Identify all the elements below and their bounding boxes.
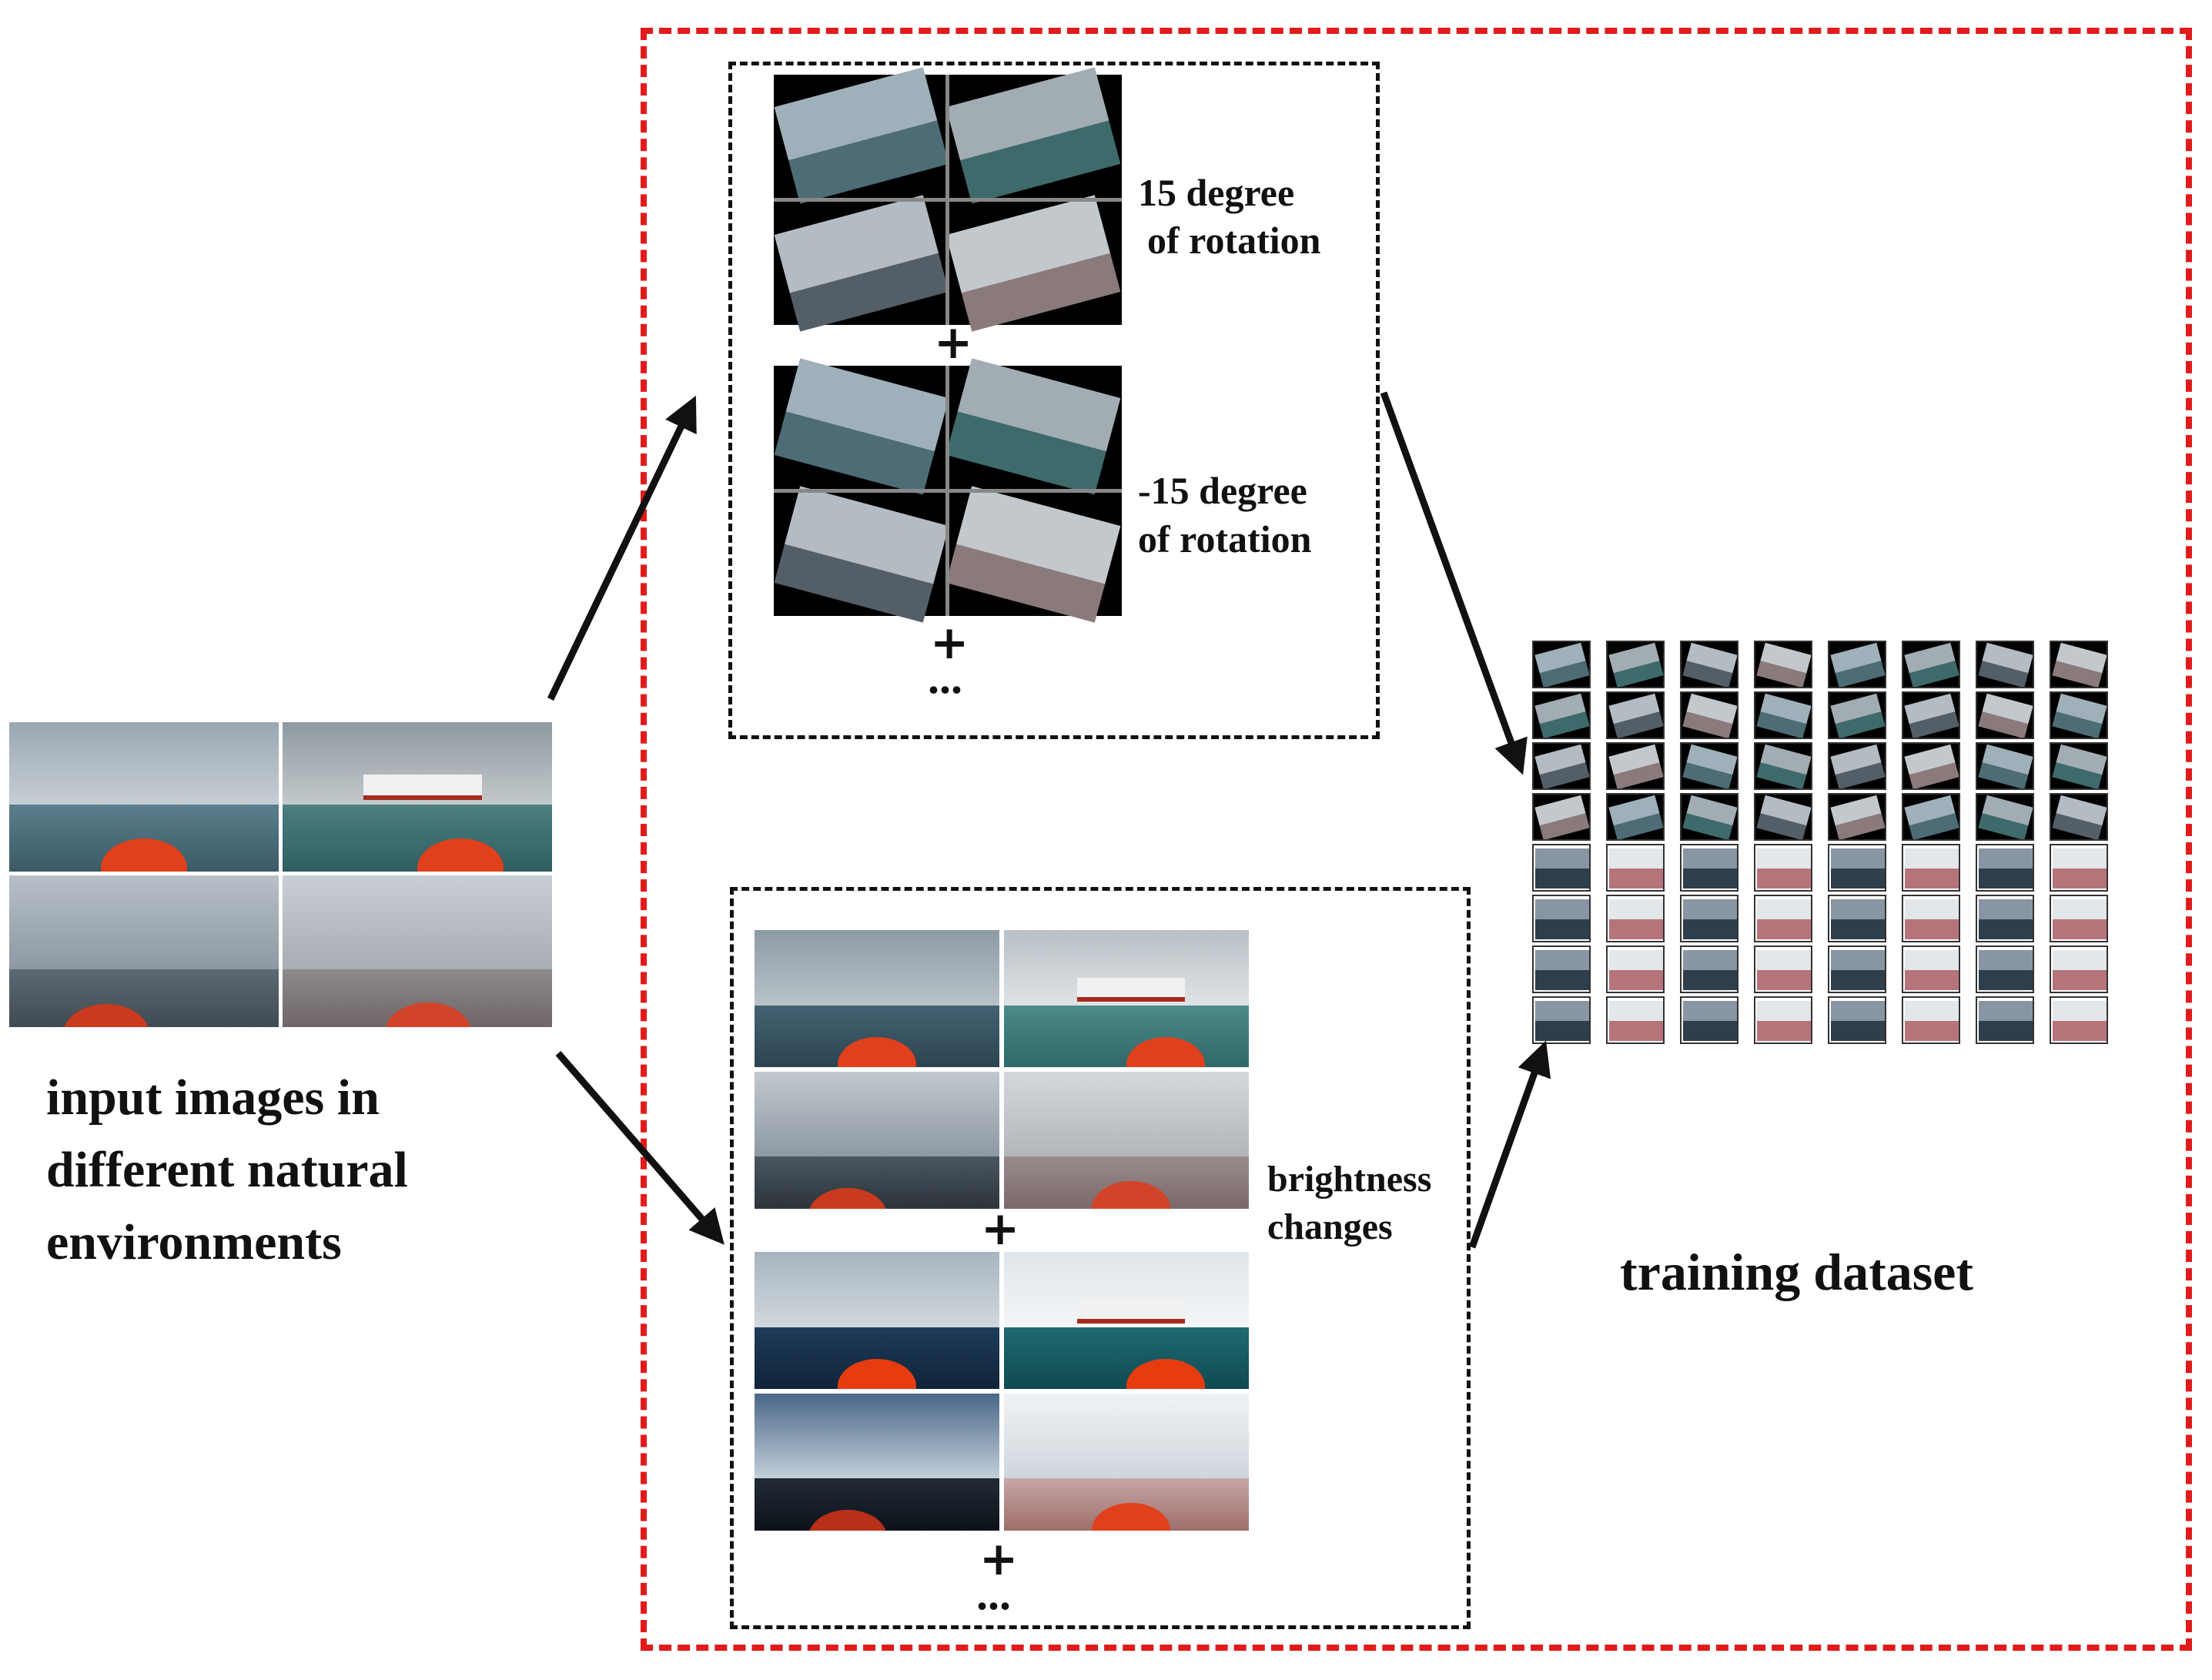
dataset-thumbnail <box>1828 793 1886 841</box>
dataset-thumbnail <box>2050 691 2108 739</box>
dataset-thumbnail <box>1532 641 1591 688</box>
input-label-line-1: input images in <box>46 1069 380 1126</box>
dataset-thumbnail <box>1828 742 1886 790</box>
rotation-plus-sign-2: + <box>930 616 969 670</box>
dataset-thumbnail <box>1606 895 1665 942</box>
dataset-thumbnail <box>1828 895 1886 942</box>
training-dataset-mosaic <box>1532 641 2117 1044</box>
dataset-thumbnail <box>1976 691 2034 739</box>
dataset-thumbnail <box>1902 691 1960 739</box>
dataset-thumbnail <box>1532 996 1591 1044</box>
dataset-thumbnail <box>1976 742 2034 790</box>
dataset-thumbnail <box>2050 996 2108 1044</box>
dataset-thumbnail <box>1680 742 1738 790</box>
rotation-augmentation-box <box>728 62 1380 739</box>
dataset-thumbnail <box>1606 844 1665 892</box>
rotation-neg-label-line-2: of rotation <box>1138 517 1312 561</box>
dataset-thumbnail <box>1902 895 1960 942</box>
dataset-thumbnail <box>1976 641 2034 688</box>
dataset-thumbnail <box>1902 844 1960 892</box>
dataset-thumbnail <box>1606 996 1665 1044</box>
input-image-foggy <box>283 875 552 1027</box>
dataset-thumbnail <box>1902 996 1960 1044</box>
dataset-thumbnail <box>1828 844 1886 892</box>
dataset-thumbnail <box>1606 945 1665 993</box>
dataset-thumbnail <box>1532 895 1591 942</box>
dataset-thumbnail <box>1754 742 1812 790</box>
brightness-label-line-1: brightness <box>1267 1159 1432 1200</box>
rotation-pos-label-line-1: 15 degree <box>1138 171 1295 214</box>
brightness-plus-sign-2: + <box>979 1532 1019 1586</box>
input-image-grid <box>9 722 552 1027</box>
brightness-image-grid-1 <box>755 930 1249 1209</box>
dataset-thumbnail <box>1532 793 1591 841</box>
dataset-thumbnail <box>1532 945 1591 993</box>
dataset-thumbnail <box>1606 742 1665 790</box>
dataset-thumbnail <box>1680 996 1738 1044</box>
input-label-line-3: environments <box>46 1214 342 1270</box>
training-dataset-label: training dataset <box>1620 1243 1973 1301</box>
dataset-thumbnail <box>2050 945 2108 993</box>
dataset-thumbnail <box>2050 742 2108 790</box>
dataset-thumbnail <box>2050 895 2108 942</box>
dataset-thumbnail <box>1680 641 1738 688</box>
dataset-thumbnail <box>1754 691 1812 739</box>
rotation-pos-label-line-2: of rotation <box>1147 219 1321 262</box>
dataset-thumbnail <box>1680 844 1738 892</box>
arrow-input-to-rotation <box>547 395 697 701</box>
dataset-thumbnail <box>1828 996 1886 1044</box>
dataset-thumbnail <box>1680 691 1738 739</box>
brightness-plus-sign-1: + <box>981 1202 1020 1256</box>
arrow-rotation-to-dataset <box>1380 391 1528 775</box>
brightness-label-line-2: changes <box>1267 1206 1393 1247</box>
dataset-thumbnail <box>1532 691 1591 739</box>
arrow-brightness-to-dataset <box>1468 1040 1551 1249</box>
dataset-thumbnail <box>1976 844 2034 892</box>
dataset-thumbnail <box>1976 945 2034 993</box>
dataset-thumbnail <box>1976 793 2034 841</box>
dataset-thumbnail <box>1680 895 1738 942</box>
dataset-thumbnail <box>1754 895 1812 942</box>
dataset-thumbnail <box>1532 844 1591 892</box>
dataset-thumbnail <box>1976 996 2034 1044</box>
dataset-thumbnail <box>1754 996 1812 1044</box>
rotation-neg-label-line-1: -15 degree <box>1138 469 1307 512</box>
dataset-thumbnail <box>1902 641 1960 688</box>
dataset-thumbnail <box>1902 793 1960 841</box>
input-image-ship <box>283 722 552 872</box>
rotation-ellipsis: ... <box>928 652 962 703</box>
dataset-thumbnail <box>1680 793 1738 841</box>
augmentation-region-frame <box>641 28 2192 1651</box>
rotation-plus-sign-1: + <box>934 316 973 370</box>
dataset-thumbnail <box>2050 793 2108 841</box>
arrow-input-to-brightness <box>555 1051 725 1245</box>
input-image-calm-sea <box>9 722 279 872</box>
dataset-thumbnail <box>1754 844 1812 892</box>
dataset-thumbnail <box>1754 793 1812 841</box>
dataset-thumbnail <box>1606 691 1665 739</box>
dataset-thumbnail <box>1754 641 1812 688</box>
input-image-cloudy <box>9 875 279 1027</box>
dataset-thumbnail <box>1976 895 2034 942</box>
brightness-image-grid-2 <box>755 1252 1249 1531</box>
rotation-pos-image-grid <box>774 67 1122 332</box>
dataset-thumbnail <box>1828 945 1886 993</box>
dataset-thumbnail <box>1532 742 1591 790</box>
input-label-line-2: different natural <box>46 1142 408 1198</box>
dataset-thumbnail <box>1902 945 1960 993</box>
brightness-ellipsis: ... <box>976 1568 1011 1619</box>
rotation-neg-image-grid <box>774 358 1122 623</box>
dataset-thumbnail <box>2050 844 2108 892</box>
brightness-augmentation-box <box>730 887 1471 1629</box>
dataset-thumbnail <box>2050 641 2108 688</box>
dataset-thumbnail <box>1828 691 1886 739</box>
dataset-thumbnail <box>1754 945 1812 993</box>
dataset-thumbnail <box>1902 742 1960 790</box>
dataset-thumbnail <box>1680 945 1738 993</box>
dataset-thumbnail <box>1828 641 1886 688</box>
dataset-thumbnail <box>1606 793 1665 841</box>
dataset-thumbnail <box>1606 641 1665 688</box>
